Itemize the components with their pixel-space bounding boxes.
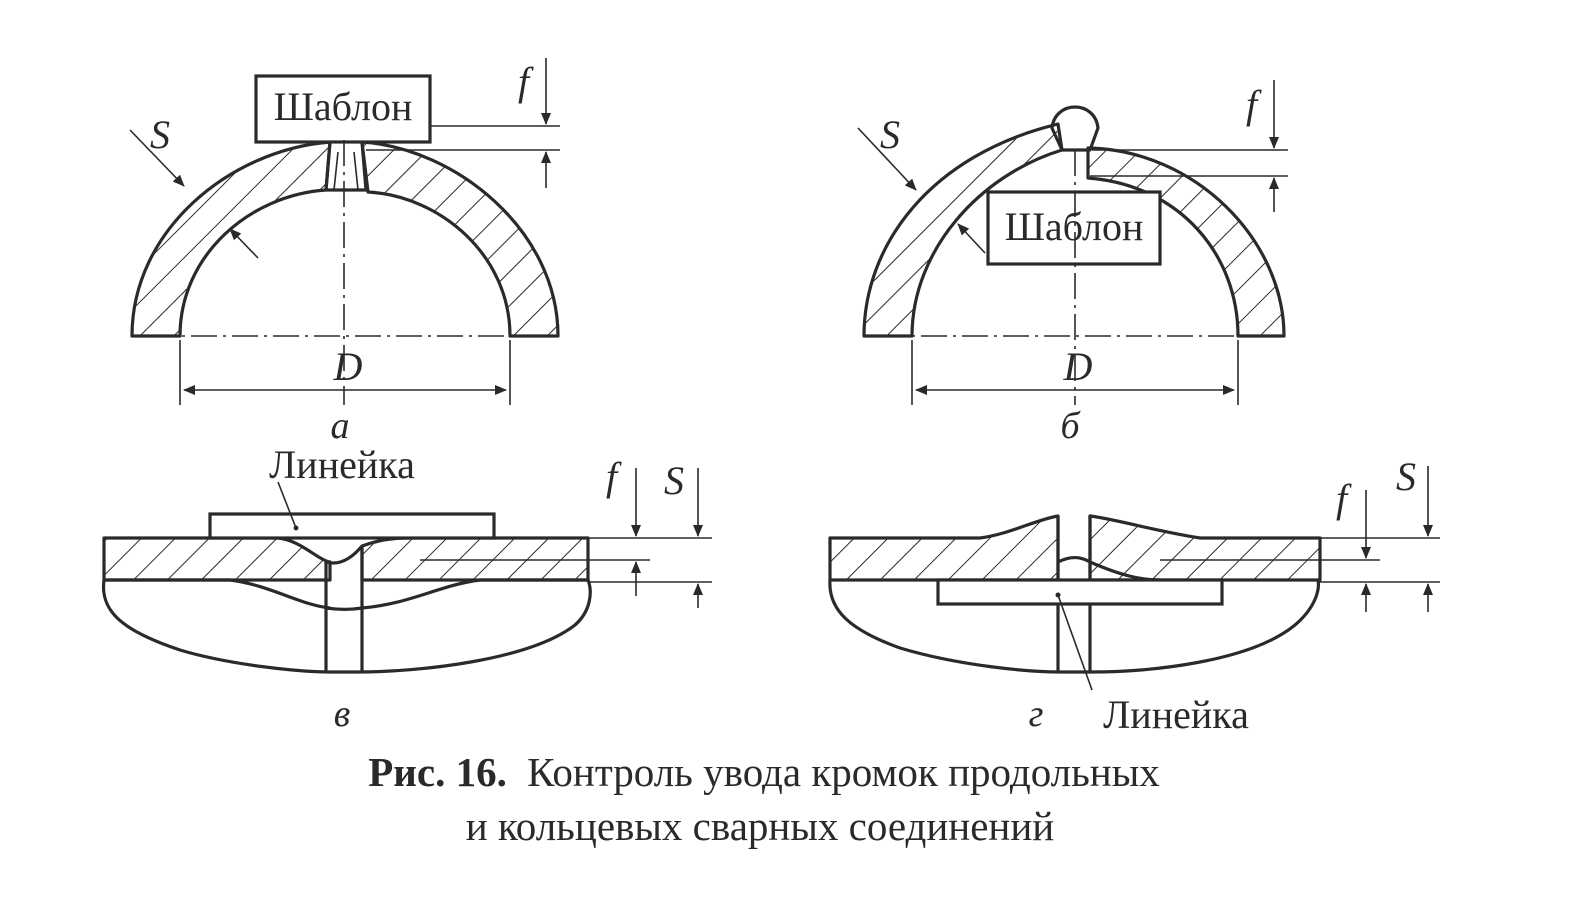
svg-text:Рис. 16. Контроль увода: Рис. 16. Контроль увода кромок продольны… bbox=[368, 749, 1160, 795]
weld-seam bbox=[1050, 105, 1100, 152]
caption-line-2: и кольцевых сварных соединений bbox=[466, 803, 1055, 849]
template-block bbox=[254, 74, 432, 144]
diameter-symbol: D bbox=[333, 344, 363, 389]
ruler-label: Линейка bbox=[269, 442, 415, 487]
ruler-block bbox=[208, 512, 496, 540]
plate-left bbox=[828, 514, 1060, 582]
caption-number: Рис. 16. bbox=[368, 749, 507, 795]
thickness-symbol: S bbox=[150, 112, 170, 157]
template-label: Шаблон bbox=[1005, 204, 1144, 249]
vessel-body bbox=[828, 579, 1321, 674]
template-block bbox=[986, 190, 1162, 266]
panel-b-longitudinal-inner-template: Шаблон S f D б bbox=[857, 80, 1288, 447]
thickness-symbol: S bbox=[664, 458, 684, 503]
panel-c-circumferential-outer-ruler: Линейка f S в bbox=[101, 442, 712, 735]
shell-wall-left bbox=[862, 122, 1064, 338]
thickness-symbol: S bbox=[880, 112, 900, 157]
diameter-symbol: D bbox=[1063, 344, 1093, 389]
panel-a-longitudinal-outer-template: Шаблон S f D а bbox=[129, 58, 560, 447]
offset-symbol: f bbox=[1246, 82, 1262, 127]
panel-label: а bbox=[331, 405, 350, 447]
figure-caption: Рис. 16. Контроль увода кромок продольны… bbox=[368, 749, 1160, 849]
ruler-block bbox=[936, 578, 1224, 606]
template-label: Шаблон bbox=[274, 84, 413, 129]
offset-symbol: f bbox=[606, 454, 622, 499]
offset-symbol: f bbox=[518, 59, 534, 104]
offset-symbol: f bbox=[1336, 476, 1352, 521]
panel-label: в bbox=[334, 693, 351, 735]
shell-wall-left bbox=[130, 140, 332, 338]
plate-right bbox=[1088, 514, 1322, 582]
panel-label: г bbox=[1029, 693, 1044, 735]
plate-left bbox=[102, 536, 332, 582]
panel-d-circumferential-inner-ruler: Линейка f S г bbox=[828, 454, 1440, 737]
caption-line-1: Контроль увода кромок продольных bbox=[527, 749, 1160, 795]
weld-seam bbox=[324, 141, 368, 192]
shell-wall-right bbox=[360, 140, 560, 338]
ruler-label: Линейка bbox=[1103, 692, 1249, 737]
vessel-body bbox=[101, 579, 592, 674]
panel-label: б bbox=[1060, 405, 1081, 447]
shell-wall-right bbox=[1086, 146, 1286, 338]
plate-right bbox=[360, 536, 590, 582]
thickness-symbol: S bbox=[1396, 454, 1416, 499]
